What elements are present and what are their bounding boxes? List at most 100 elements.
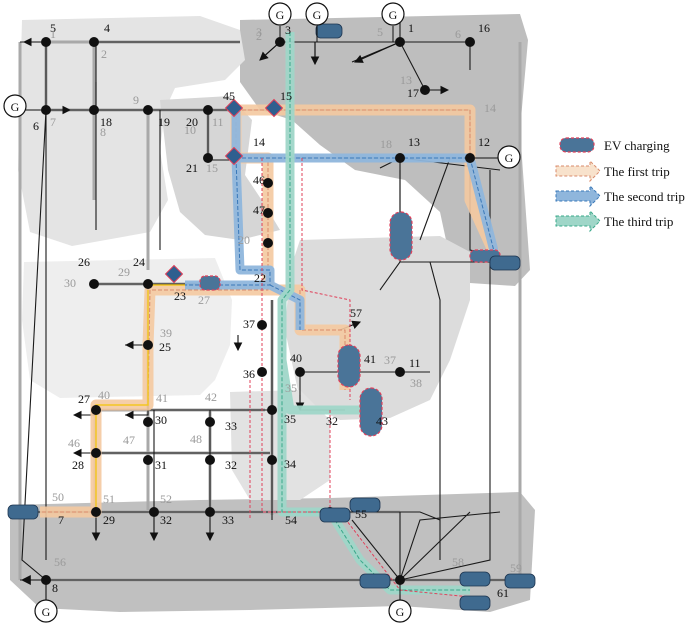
node-label: 18	[380, 137, 392, 151]
node-label: 9	[133, 93, 139, 107]
zone-right-mid	[285, 236, 470, 420]
node-label: 19	[158, 115, 170, 129]
node-label: 1	[408, 21, 414, 35]
node-label: 23	[174, 289, 186, 303]
node-label: 37	[243, 317, 255, 331]
node-label: 54	[285, 513, 297, 527]
node-label: 30	[155, 413, 167, 427]
node-label: 33	[222, 513, 234, 527]
zone-top-right	[240, 14, 530, 286]
node-label: 47	[123, 433, 135, 447]
generator-g6: G	[34, 580, 58, 623]
node-label: 13	[408, 135, 420, 149]
generator-g5: G	[475, 145, 521, 169]
node-label: 20	[238, 233, 250, 247]
node-label: 7	[58, 513, 64, 527]
node-label: 58	[452, 555, 464, 569]
node-label: 17	[407, 86, 419, 100]
generator-g3: G	[381, 2, 405, 42]
node-label: 11	[409, 356, 421, 370]
legend-item-charging: EV charging	[559, 137, 670, 153]
node-label: 15	[280, 89, 292, 103]
node-label: 57	[350, 306, 362, 320]
node-label: 31	[155, 458, 167, 472]
legend-label-trip2: The second trip	[604, 189, 685, 204]
node-label: 32	[160, 513, 172, 527]
node-label: 4	[104, 21, 110, 35]
node-label: 14	[484, 101, 496, 115]
node-label: 1	[50, 27, 56, 41]
ev-capsules	[199, 211, 501, 437]
node-label: 11	[212, 115, 224, 129]
node-label: 46	[253, 173, 265, 187]
node-label: 28	[72, 458, 84, 472]
node-label: 8	[52, 581, 58, 595]
node-label: 8	[100, 125, 106, 139]
node-label: 15	[206, 161, 218, 175]
node-label: 51	[103, 492, 115, 506]
node-label: 41	[364, 352, 376, 366]
node-label: 35	[285, 381, 297, 395]
node-label: 41	[156, 391, 168, 405]
node-label: 12	[478, 135, 490, 149]
generator-label: G	[11, 100, 20, 114]
node-label: 13	[400, 73, 412, 87]
zone-top-left	[18, 16, 245, 246]
node-label: 2	[101, 47, 107, 61]
generator-g2: G	[305, 2, 329, 42]
node-label: 26	[78, 255, 90, 269]
node-label: 32	[326, 414, 338, 428]
node-label: 56	[54, 555, 66, 569]
node-label: 48	[190, 432, 202, 446]
yellow-route	[95, 290, 149, 512]
generator-g4: G	[3, 94, 40, 118]
generator-label: G	[505, 151, 514, 165]
node-label: 14	[253, 135, 265, 149]
node-label: 61	[497, 586, 509, 600]
generator-label: G	[313, 8, 322, 22]
node-label: 40	[290, 351, 302, 365]
node-label: 5	[50, 21, 56, 35]
node-label: 6	[455, 27, 461, 41]
generator-label: G	[389, 8, 398, 22]
node-label: 30	[64, 276, 76, 290]
node-label: 32	[225, 458, 237, 472]
node-label: 39	[160, 326, 172, 340]
legend-item-trip3: The third trip	[555, 209, 673, 233]
node-label: 29	[118, 265, 130, 279]
node-label: 21	[186, 161, 198, 175]
node-label: 36	[243, 367, 255, 381]
node-label: 50	[52, 490, 64, 504]
node-label: 38	[410, 376, 422, 390]
generator-g1: G	[268, 2, 292, 42]
node-label: 16	[478, 21, 490, 35]
node-label: 35	[284, 412, 296, 426]
node-label: 46	[68, 436, 80, 450]
node-label: 5	[377, 25, 383, 39]
node-label: 3	[256, 25, 262, 39]
node-label: 2	[256, 29, 262, 43]
node-label: 18	[100, 115, 112, 129]
generator-label: G	[396, 605, 405, 619]
node-label: 24	[133, 255, 145, 269]
legend-label-charging: EV charging	[604, 138, 670, 153]
legend-item-trip2: The second trip	[555, 184, 685, 208]
node-label: 22	[254, 271, 266, 285]
node-label: 42	[205, 390, 217, 404]
node-label: 29	[103, 513, 115, 527]
node-label: 27	[78, 392, 90, 406]
generator-g7: G	[388, 580, 412, 623]
node-label: 20	[186, 115, 198, 129]
legend: EV charging The first trip The second tr…	[555, 137, 685, 233]
generator-label: G	[42, 605, 51, 619]
node-label: 3	[285, 23, 291, 37]
node-label: 7	[50, 115, 56, 129]
node-label: 59	[510, 561, 522, 575]
node-label: 55	[355, 507, 367, 521]
node-label: 33	[225, 419, 237, 433]
